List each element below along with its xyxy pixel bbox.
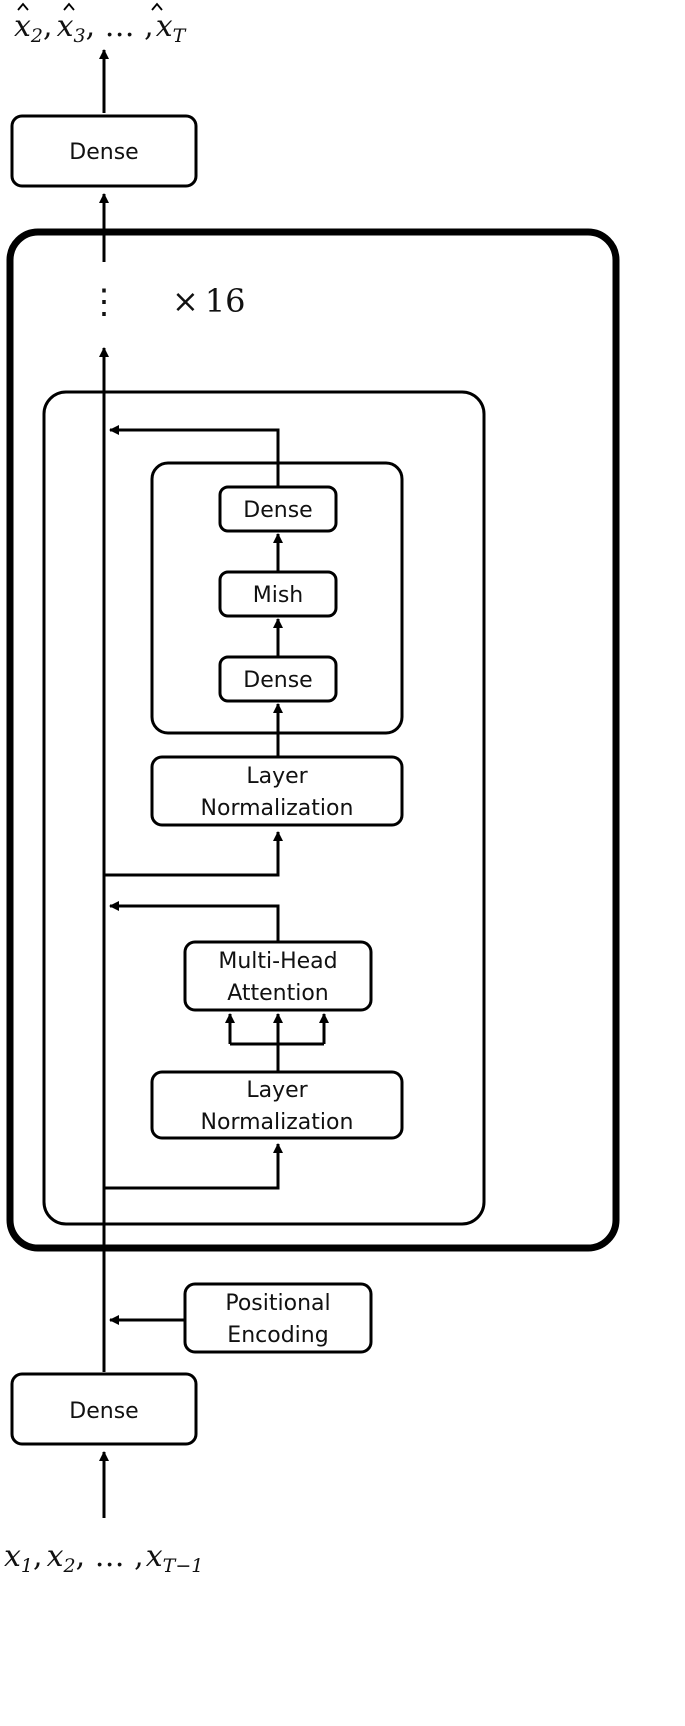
layer-norm-upper-block: Layer Normalization [150, 755, 404, 827]
output-sequence-label: x2,x3, … ,xT [14, 9, 187, 47]
dense-top-block: Dense [10, 114, 198, 188]
repeat-frame [6, 228, 620, 1252]
input-sequence-label: x1,x2, … ,xT−1 [4, 1539, 203, 1577]
ff-dense-lower-block: Dense [218, 655, 338, 703]
svg-text:Normalization: Normalization [201, 796, 354, 821]
repeat-count-label: ×16 [172, 282, 246, 320]
svg-text:Normalization: Normalization [201, 1110, 354, 1135]
mha-residual-connection [109, 901, 280, 942]
encoder-layer-frame [42, 390, 486, 1226]
svg-text:Attention: Attention [227, 981, 329, 1006]
svg-text:Mish: Mish [253, 583, 304, 608]
svg-text:Layer: Layer [246, 764, 308, 789]
positional-encoding-block: Positional Encoding [183, 1282, 373, 1354]
svg-text:Dense: Dense [243, 498, 312, 523]
ff-mish-block: Mish [218, 570, 338, 618]
svg-text:Positional: Positional [225, 1291, 330, 1316]
svg-text:Dense: Dense [69, 1399, 138, 1424]
hat-accents [17, 2, 163, 11]
dense-bottom-block: Dense [10, 1372, 198, 1446]
multi-head-attention-block: Multi-Head Attention [183, 940, 373, 1012]
ff-dense-upper-block: Dense [218, 485, 338, 533]
trunk-to-layer-norm-lower [104, 1143, 283, 1190]
svg-text:Layer: Layer [246, 1078, 308, 1103]
svg-text:Encoding: Encoding [227, 1323, 328, 1348]
svg-text:Dense: Dense [243, 668, 312, 693]
trunk-to-layer-norm-upper [104, 831, 283, 877]
layer-norm-lower-block: Layer Normalization [150, 1070, 404, 1140]
stack-ellipsis: ⋮ [87, 282, 121, 322]
ff-residual-connection [109, 425, 280, 487]
svg-text:Dense: Dense [69, 140, 138, 165]
qkv-arrows [225, 1013, 329, 1072]
svg-text:Multi-Head: Multi-Head [218, 949, 337, 974]
